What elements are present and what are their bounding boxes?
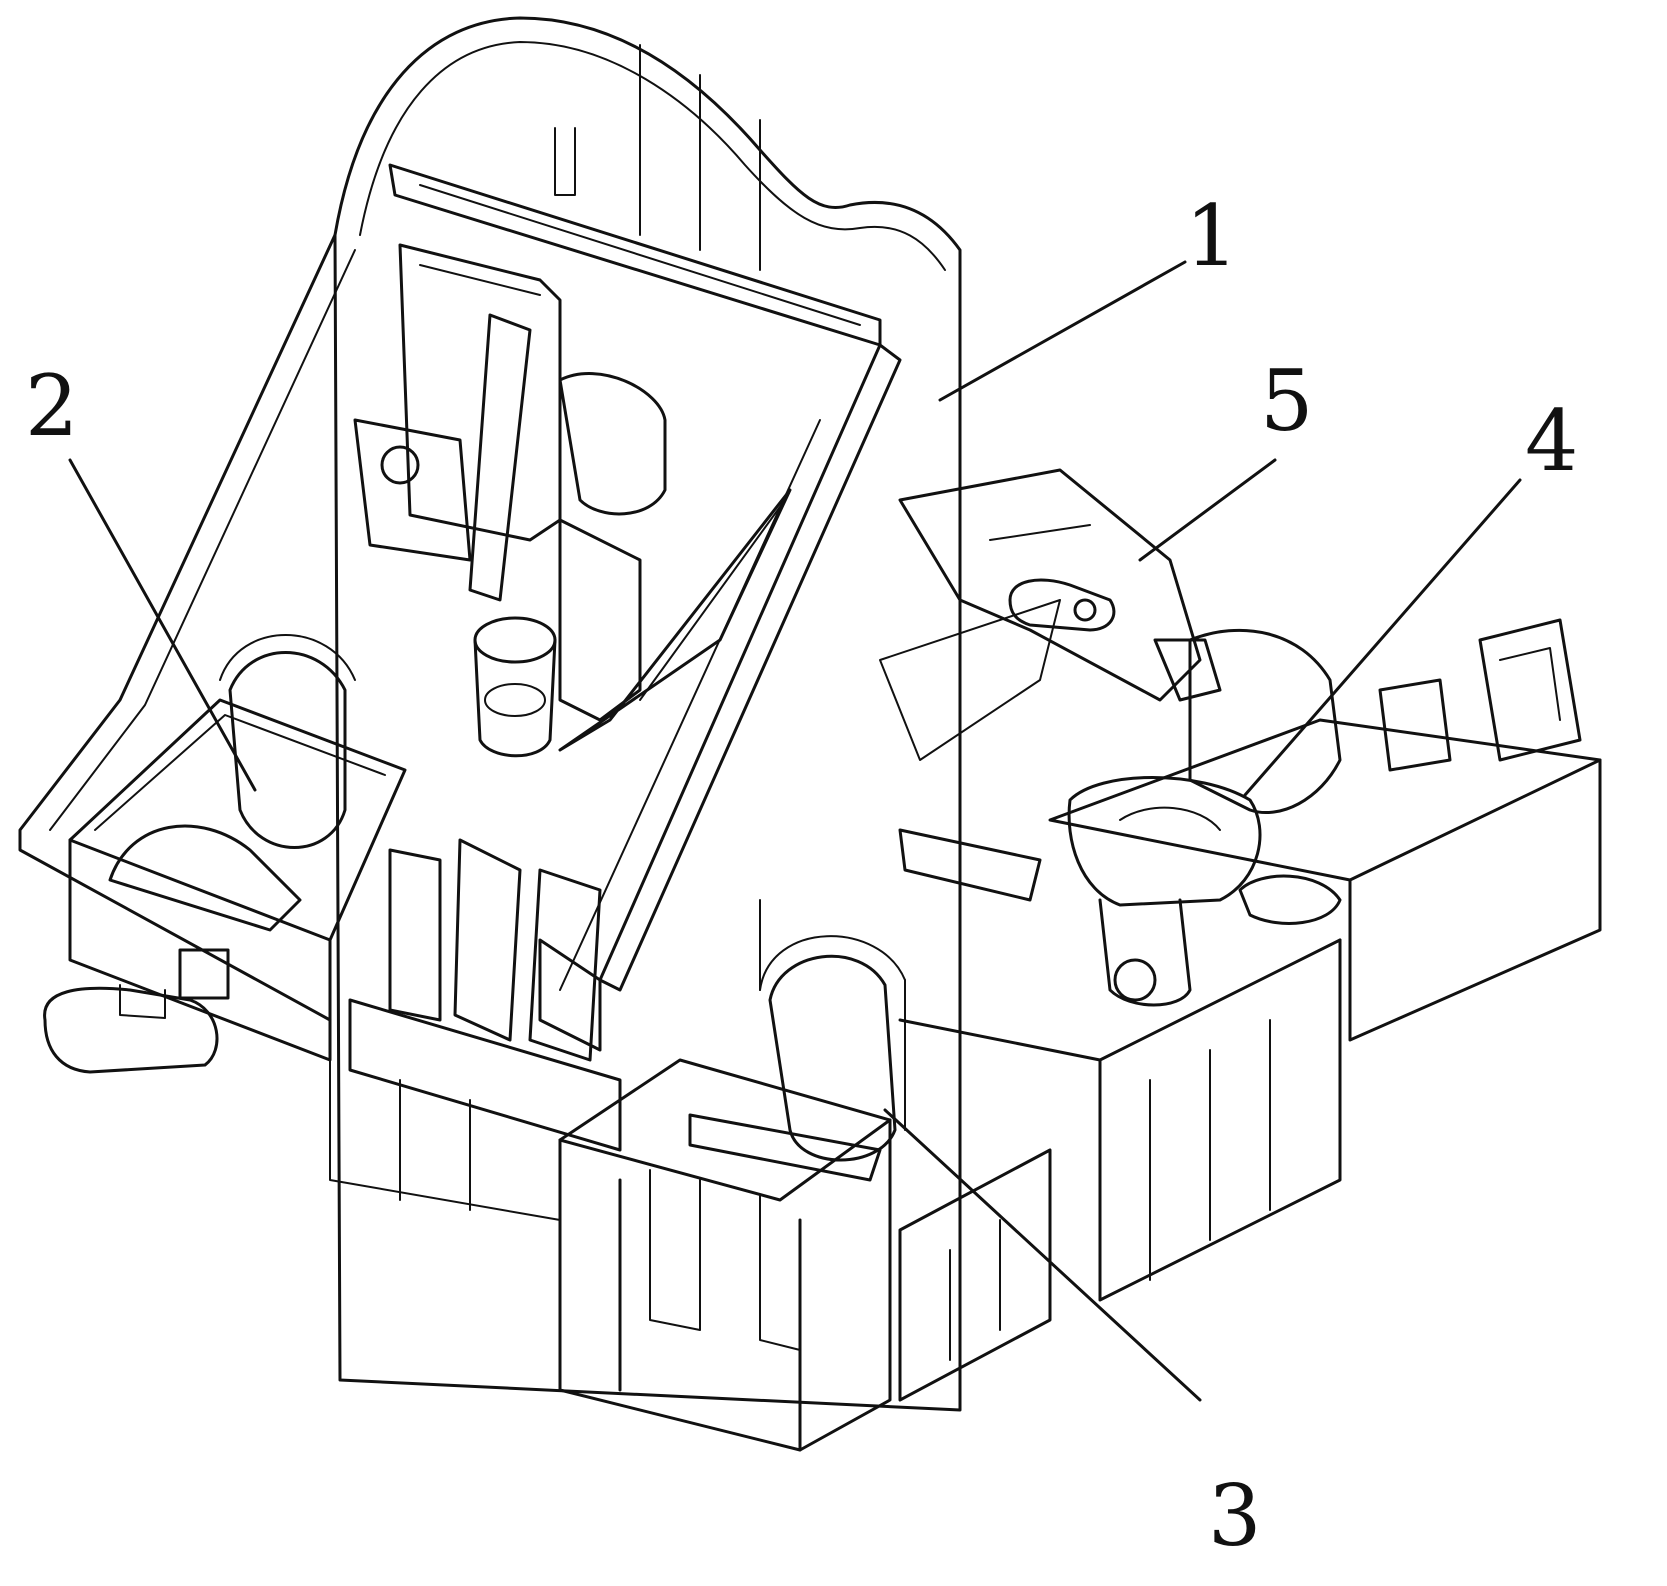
callout-3: 3: [1208, 1467, 1261, 1565]
left-receptacle: [43, 634, 407, 1074]
leader-3: [883, 1108, 1202, 1402]
leader-5: [1138, 458, 1277, 562]
callout-1: 1: [1185, 187, 1238, 285]
terminal-block: [329, 838, 622, 1221]
lever: [898, 468, 1222, 702]
callouts: 1 2 3 4 5: [25, 187, 1578, 1565]
divider-wall: [538, 343, 902, 1052]
callout-4: 4: [1525, 392, 1578, 490]
leader-lines: [68, 260, 1522, 1402]
front-receptacle: [558, 899, 906, 1452]
cam: [879, 599, 1342, 1007]
housing: [18, 16, 962, 1412]
central-mechanism: [353, 243, 792, 758]
leader-1: [938, 260, 1187, 402]
leader-2: [68, 458, 257, 792]
callout-2: 2: [25, 357, 78, 455]
leader-4: [1243, 478, 1522, 797]
right-frame: [898, 618, 1602, 1402]
callout-5: 5: [1260, 352, 1313, 450]
